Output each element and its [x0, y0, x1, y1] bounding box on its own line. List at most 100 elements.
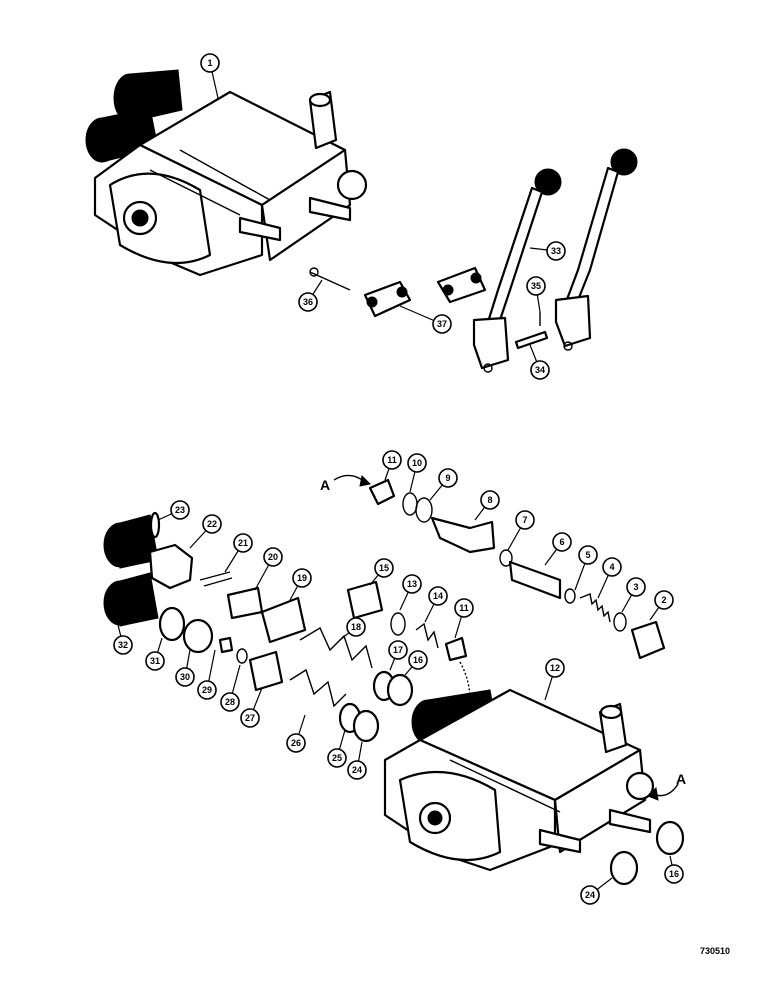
callout-number: 20: [268, 552, 278, 562]
callout-number: 29: [202, 685, 212, 695]
callout-circle-16a: [408, 650, 428, 670]
callout-number: 24: [585, 890, 595, 900]
callout-23: 23: [170, 500, 190, 520]
callout-number: 14: [433, 591, 443, 601]
callout-circle-12: [545, 658, 565, 678]
callout-number: 3: [633, 582, 638, 592]
callout-8: 8: [480, 490, 500, 510]
callout-number: 22: [207, 519, 217, 529]
callout-32: 32: [113, 635, 133, 655]
callout-circle-6: [552, 532, 572, 552]
callout-circle-33: [546, 241, 566, 261]
callout-9: 9: [438, 468, 458, 488]
spool-parts: [103, 511, 685, 886]
callout-number: 2: [661, 595, 666, 605]
callout-circle-9: [438, 468, 458, 488]
callout-number: 35: [531, 281, 541, 291]
callout-number: 23: [175, 505, 185, 515]
callout-21: 21: [233, 533, 253, 553]
reference-arrow-a-top: A: [320, 474, 372, 493]
callout-circle-29: [197, 680, 217, 700]
callout-14: 14: [428, 586, 448, 606]
callout-circle-10: [407, 453, 427, 473]
callout-circle-20: [263, 547, 283, 567]
callout-37: 37: [432, 314, 452, 334]
callout-10: 10: [407, 453, 427, 473]
callout-number: 32: [118, 640, 128, 650]
callout-number: 16: [669, 869, 679, 879]
callout-circle-31: [145, 651, 165, 671]
callout-circle-2: [654, 590, 674, 610]
callout-15: 15: [374, 558, 394, 578]
callout-29: 29: [197, 680, 217, 700]
callout-number: 27: [245, 713, 255, 723]
callout-circle-37: [432, 314, 452, 334]
callout-4: 4: [602, 557, 622, 577]
callout-circle-23: [170, 500, 190, 520]
callout-number: 37: [437, 319, 447, 329]
callout-number: 31: [150, 656, 160, 666]
callout-number: 10: [412, 458, 422, 468]
callout-31: 31: [145, 651, 165, 671]
callout-circle-14: [428, 586, 448, 606]
callout-35: 35: [526, 276, 546, 296]
callout-6: 6: [552, 532, 572, 552]
callout-circle-15: [374, 558, 394, 578]
reference-arrow-a-bottom: A: [647, 771, 686, 801]
callout-16b: 16: [664, 864, 684, 884]
callout-circle-24b: [580, 885, 600, 905]
callout-circle-24a: [347, 760, 367, 780]
callout-circle-25: [327, 748, 347, 768]
callout-17: 17: [388, 640, 408, 660]
callout-circle-21: [233, 533, 253, 553]
callout-circle-13: [402, 574, 422, 594]
callout-16a: 16: [408, 650, 428, 670]
callout-26: 26: [286, 733, 306, 753]
callout-number: 12: [550, 663, 560, 673]
callout-number: 21: [238, 538, 248, 548]
callout-number: 30: [180, 672, 190, 682]
callout-number: 5: [585, 550, 590, 560]
callout-circle-5: [578, 545, 598, 565]
callout-number: 36: [303, 297, 313, 307]
callout-circle-32: [113, 635, 133, 655]
callout-27: 27: [240, 708, 260, 728]
callout-18: 18: [346, 617, 366, 637]
callout-number: 15: [379, 563, 389, 573]
callout-24b: 24: [580, 885, 600, 905]
callout-circle-22: [202, 514, 222, 534]
callout-circle-8: [480, 490, 500, 510]
callout-number: 16: [413, 655, 423, 665]
callout-number: 13: [407, 579, 417, 589]
callout-circle-16b: [664, 864, 684, 884]
callout-number: 24: [352, 765, 362, 775]
reference-label-a-bottom: A: [676, 771, 686, 787]
callout-circle-11b: [454, 598, 474, 618]
callout-circle-7: [515, 510, 535, 530]
callout-number: 18: [351, 622, 361, 632]
callout-number: 28: [225, 697, 235, 707]
callout-11a: 11: [382, 450, 402, 470]
callout-13: 13: [402, 574, 422, 594]
callout-circle-18: [346, 617, 366, 637]
callout-28: 28: [220, 692, 240, 712]
callout-circle-3: [626, 577, 646, 597]
callout-22: 22: [202, 514, 222, 534]
callout-3: 3: [626, 577, 646, 597]
callout-number: 6: [559, 537, 564, 547]
control-handles: [472, 148, 638, 373]
callout-24a: 24: [347, 760, 367, 780]
callout-number: 11: [387, 455, 397, 465]
callout-number: 9: [445, 473, 450, 483]
callout-circle-27: [240, 708, 260, 728]
callout-30: 30: [175, 667, 195, 687]
callout-19: 19: [292, 568, 312, 588]
callout-number: 33: [551, 246, 561, 256]
callout-circle-4: [602, 557, 622, 577]
linkage-parts: [309, 266, 549, 350]
callout-1: 1: [200, 53, 220, 73]
callout-number: 7: [522, 515, 527, 525]
callout-25: 25: [327, 748, 347, 768]
callout-33: 33: [546, 241, 566, 261]
